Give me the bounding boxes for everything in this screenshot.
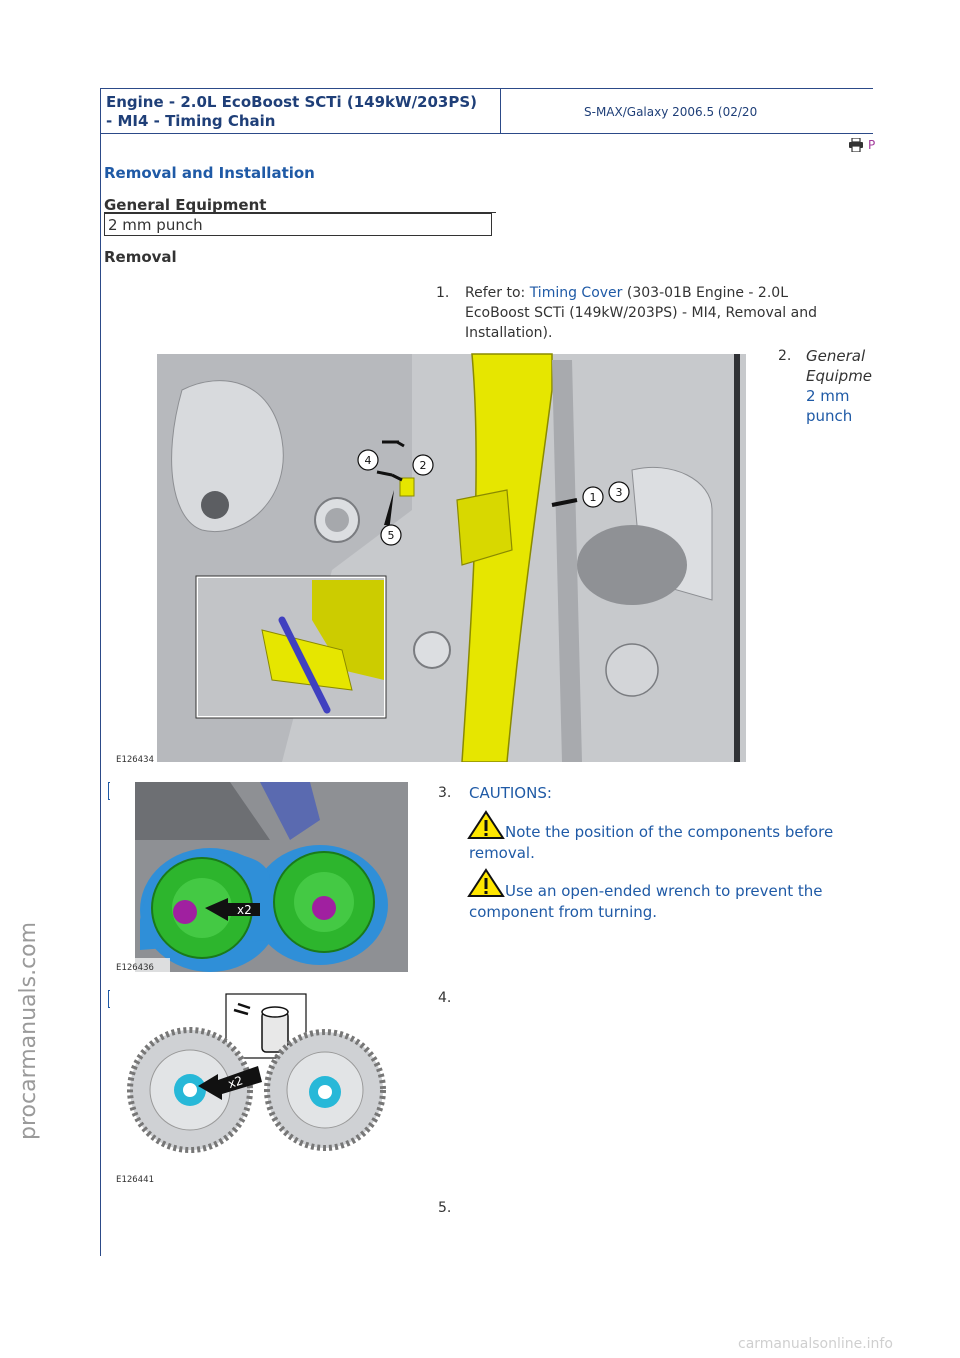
warning-triangle-icon: [467, 868, 505, 897]
left-rule: [100, 88, 101, 1256]
figure-timing-chain-tensioner: 4 2 1 3 5 E126434: [112, 350, 746, 762]
caution-2: Use an open-ended wrench to prevent the …: [469, 881, 879, 923]
step-1-line2: EcoBoost SCTi (149kW/203PS) - MI4, Remov…: [465, 305, 817, 321]
callout-5: 5: [388, 529, 395, 542]
figure-id: E126441: [116, 1175, 154, 1185]
callout-2: 2: [420, 459, 427, 472]
step-1-line3: Installation).: [465, 325, 553, 341]
callout-x2: x2: [237, 903, 252, 917]
step-number: 1.: [436, 285, 450, 301]
general-equipment-heading: General Equipment: [104, 196, 267, 214]
caution-2-line1: Use an open-ended wrench to prevent the: [505, 882, 823, 900]
step-number: 4.: [438, 990, 452, 1006]
header-divider: [500, 89, 501, 133]
step-2-line3: 2 mm: [806, 387, 850, 405]
step-1-prefix: Refer to:: [465, 285, 530, 301]
step-2-line4: punch: [806, 407, 853, 425]
equipment-table-rule: [104, 212, 496, 213]
step-number: 3.: [438, 785, 452, 801]
callout-1: 1: [590, 491, 597, 504]
callout-x2: x2: [226, 1073, 244, 1091]
cautions-label: CAUTIONS:: [469, 784, 552, 802]
callout-3: 3: [616, 486, 623, 499]
print-link[interactable]: P: [868, 138, 876, 152]
vehicle-model: S-MAX/Galaxy 2006.5 (02/20: [584, 105, 758, 119]
step-2-text: General Equipme 2 mm punch: [806, 346, 876, 426]
step-number: 2.: [778, 348, 792, 364]
figure-camshaft-sprockets: x2 E126436: [110, 780, 408, 972]
caution-1-line1: Note the position of the components befo…: [505, 823, 834, 841]
bottom-watermark: carmanualsonline.info: [738, 1336, 893, 1352]
page-title-line2: - MI4 - Timing Chain: [106, 112, 276, 130]
page-title-line1: Engine - 2.0L EcoBoost SCTi (149kW/203PS…: [106, 93, 478, 111]
printer-icon[interactable]: [848, 138, 864, 152]
step-2-line1: General: [806, 347, 866, 365]
step-2-line2: Equipme: [806, 367, 873, 385]
page-header: Engine - 2.0L EcoBoost SCTi (149kW/203PS…: [100, 88, 873, 134]
step-1-suffix: (303-01B Engine - 2.0L: [622, 285, 788, 301]
figure-sprocket-bolts: x2 E126441: [110, 990, 400, 1188]
callout-4: 4: [365, 454, 372, 467]
step-number: 5.: [438, 1200, 452, 1216]
caution-2-line2: component from turning.: [469, 903, 658, 921]
caution-1-line2: removal.: [469, 844, 535, 862]
side-watermark: procarmanuals.com: [16, 921, 41, 1140]
page-title: Engine - 2.0L EcoBoost SCTi (149kW/203PS…: [106, 93, 501, 131]
equipment-item: 2 mm punch: [108, 216, 203, 234]
section-title: Removal and Installation: [104, 164, 315, 182]
timing-cover-link[interactable]: Timing Cover: [529, 285, 623, 301]
figure-id: E126436: [116, 963, 154, 972]
step-1-text: Refer to: Timing Cover (303-01B Engine -…: [465, 283, 885, 343]
figure-id: E126434: [116, 755, 154, 762]
caution-1: Note the position of the components befo…: [469, 822, 879, 864]
equipment-table: 2 mm punch: [104, 213, 492, 236]
warning-triangle-icon: [467, 810, 505, 839]
removal-heading: Removal: [104, 248, 177, 266]
